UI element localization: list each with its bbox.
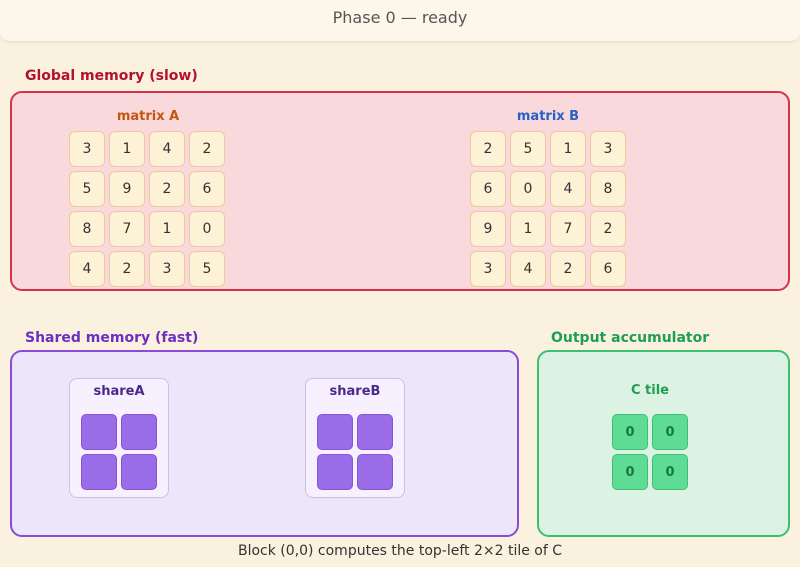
matrix-b-cell: 4 bbox=[510, 251, 546, 287]
matrix-b-cell: 1 bbox=[510, 211, 546, 247]
matrix-b-cell: 5 bbox=[510, 131, 546, 167]
share-a-cell bbox=[81, 454, 117, 490]
matrix-a-cell: 0 bbox=[189, 211, 225, 247]
matrix-a-title: matrix A bbox=[116, 109, 180, 124]
matrix-b-cell: 2 bbox=[590, 211, 626, 247]
c-tile-title: C tile bbox=[630, 383, 669, 398]
global-memory-label: Global memory (slow) bbox=[25, 68, 198, 84]
matrix-a-cell: 6 bbox=[189, 171, 225, 207]
matrix-b-cell: 0 bbox=[510, 171, 546, 207]
matrix-a-cell: 1 bbox=[149, 211, 185, 247]
c-tile-cell: 0 bbox=[612, 414, 648, 450]
share-a-grid bbox=[81, 414, 157, 490]
share-b-grid bbox=[317, 414, 393, 490]
matrix-a-cell: 2 bbox=[189, 131, 225, 167]
c-tile-grid: 0 0 0 0 bbox=[612, 414, 688, 490]
share-b-title: shareB bbox=[329, 384, 381, 399]
matrix-b-title: matrix B bbox=[516, 109, 580, 124]
c-tile-cell: 0 bbox=[612, 454, 648, 490]
share-b-cell bbox=[357, 454, 393, 490]
matrix-a-cell: 8 bbox=[69, 211, 105, 247]
share-a-card: shareA bbox=[69, 378, 169, 498]
matrix-b-cell: 6 bbox=[470, 171, 506, 207]
matrix-a-cell: 9 bbox=[109, 171, 145, 207]
shared-memory-label: Shared memory (fast) bbox=[25, 330, 199, 346]
share-b-cell bbox=[317, 454, 353, 490]
matrix-a-cell: 2 bbox=[109, 251, 145, 287]
matrix-b-cell: 9 bbox=[470, 211, 506, 247]
share-a-cell bbox=[81, 414, 117, 450]
matrix-a-cell: 3 bbox=[69, 131, 105, 167]
matrix-b-cell: 2 bbox=[470, 131, 506, 167]
matrix-a-cell: 5 bbox=[69, 171, 105, 207]
matrix-b-grid: 2 5 1 3 6 0 4 8 9 1 7 2 3 4 2 6 bbox=[470, 131, 626, 287]
matrix-a-cell: 3 bbox=[149, 251, 185, 287]
matrix-b-cell: 3 bbox=[470, 251, 506, 287]
matrix-b-cell: 8 bbox=[590, 171, 626, 207]
matrix-b-cell: 7 bbox=[550, 211, 586, 247]
matrix-a-grid: 3 1 4 2 5 9 2 6 8 7 1 0 4 2 3 5 bbox=[69, 131, 225, 287]
matrix-a-cell: 1 bbox=[109, 131, 145, 167]
matrix-a-cell: 7 bbox=[109, 211, 145, 247]
matrix-b-cell: 6 bbox=[590, 251, 626, 287]
share-b-cell bbox=[357, 414, 393, 450]
share-b-cell bbox=[317, 414, 353, 450]
matrix-b-cell: 4 bbox=[550, 171, 586, 207]
share-a-title: shareA bbox=[93, 384, 145, 399]
diagram-caption: Block (0,0) computes the top-left 2×2 ti… bbox=[237, 543, 563, 559]
c-tile-cell: 0 bbox=[652, 454, 688, 490]
matrix-b-cell: 2 bbox=[550, 251, 586, 287]
matrix-a-cell: 5 bbox=[189, 251, 225, 287]
share-b-card: shareB bbox=[305, 378, 405, 498]
matrix-b-cell: 1 bbox=[550, 131, 586, 167]
phase-status: Phase 0 — ready bbox=[0, 0, 800, 42]
output-accumulator-label: Output accumulator bbox=[551, 330, 710, 346]
share-a-cell bbox=[121, 414, 157, 450]
share-a-cell bbox=[121, 454, 157, 490]
matrix-a-cell: 4 bbox=[69, 251, 105, 287]
matrix-a-cell: 4 bbox=[149, 131, 185, 167]
matrix-b-cell: 3 bbox=[590, 131, 626, 167]
c-tile-cell: 0 bbox=[652, 414, 688, 450]
matrix-a-cell: 2 bbox=[149, 171, 185, 207]
